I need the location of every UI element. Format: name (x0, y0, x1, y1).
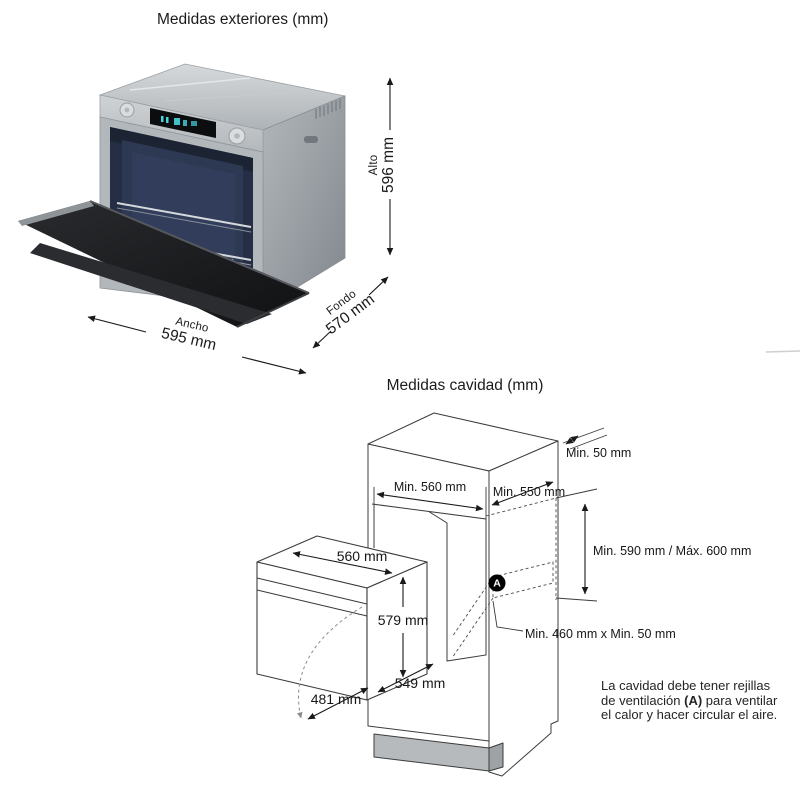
alto-label: Alto (368, 154, 381, 176)
vent-marker-a: A (488, 574, 506, 592)
oven-depth-label: 549 mm (394, 675, 446, 691)
ventilation-note: La cavidad debe tener rejillas de ventil… (601, 678, 800, 723)
vent-size-label: Min. 460 mm x Min. 50 mm (525, 627, 676, 641)
ancho-arrow-right (241, 356, 307, 375)
fondo-arrow-top (368, 276, 389, 296)
oven-depth-arrow (377, 663, 434, 693)
cavity-section-title: Medidas cavidad (mm) (386, 377, 544, 394)
exterior-dimension-arrows (87, 77, 394, 375)
oven-dimension-arrows (292, 551, 434, 720)
vent-outline-dashed (492, 561, 554, 599)
cavity-dimension-arrows (376, 435, 589, 595)
door-open-arrow (307, 687, 369, 720)
door-open-label: 481 mm (310, 691, 362, 707)
cavity-opening-lines (371, 503, 487, 662)
open-oven-door (18, 200, 310, 328)
oven-width-arrow (292, 551, 393, 575)
top-gap-label: Min. 50 mm (566, 446, 632, 460)
alto-dimension-label: Alto 596 mm (368, 137, 398, 193)
note-line-3: el calor y hacer circular el aire. (601, 707, 778, 723)
opening-depth-label: Min. 550 mm (492, 485, 566, 499)
page-rule (765, 350, 800, 353)
note-line-1: La cavidad debe tener rejillas (601, 678, 771, 693)
opening-width-arrow (376, 491, 484, 512)
fondo-arrow-bottom (312, 330, 332, 349)
opening-width-label: Min. 560 mm (393, 480, 467, 494)
note-line-2: de ventilación (A) para ventilar (601, 692, 778, 708)
opening-depth-arrow (491, 481, 554, 506)
display-segments (161, 116, 197, 126)
alto-value: 596 mm (380, 137, 398, 193)
exterior-section-title: Medidas exteriores (mm) (157, 11, 329, 28)
oven-width-label: 560 mm (336, 548, 388, 564)
side-vent-slats (315, 99, 341, 119)
cavity-oven-outline (256, 535, 428, 701)
vent-label-leader (492, 600, 524, 632)
oven-height-label: 579 mm (377, 612, 429, 628)
top-gap-arrow (565, 435, 579, 445)
exterior-oven-illustration (18, 63, 347, 328)
opening-height-label: Min. 590 mm / Máx. 600 mm (593, 544, 752, 558)
door-swing-arc (297, 606, 363, 719)
hidden-depth-lines (451, 497, 557, 659)
ancho-arrow-left (87, 315, 147, 333)
side-handle-slot (304, 136, 318, 143)
